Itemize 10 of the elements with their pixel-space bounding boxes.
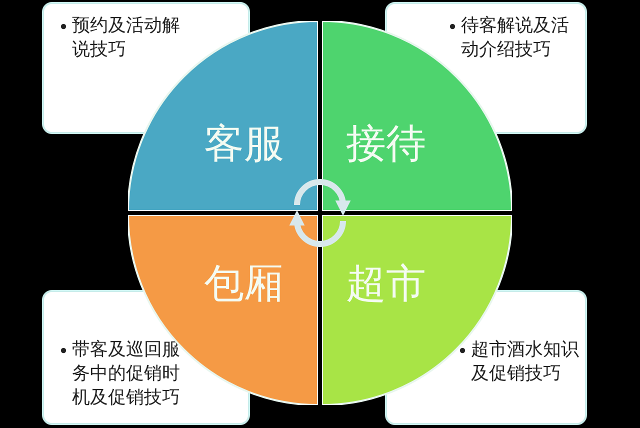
bullet-text: 带客及巡回服务中的促销时机及促销技巧: [72, 338, 181, 410]
quadrant-title: 客服: [204, 120, 284, 168]
cycle-arrow: [290, 210, 346, 247]
quadrant-title: 接待: [346, 120, 426, 168]
bullet-text: 待客解说及活动介绍技巧: [461, 14, 570, 62]
quadrant-title: 包厢: [204, 260, 284, 308]
cycle-arrow: [294, 179, 350, 216]
bullet-text: 超市酒水知识及促销技巧: [471, 338, 580, 386]
bullet-text: 预约及活动解说技巧: [72, 14, 181, 62]
quadrant-title: 超市: [346, 260, 426, 308]
